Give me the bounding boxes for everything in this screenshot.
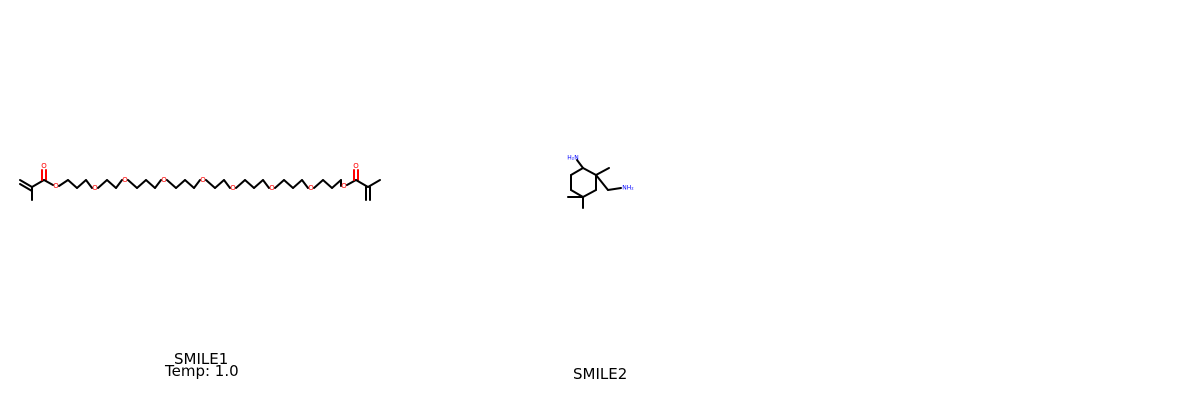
bond (292, 179, 303, 189)
bond (253, 179, 264, 189)
ester-oxygen-left: O (53, 182, 59, 190)
bond (595, 174, 609, 191)
bond (154, 179, 162, 189)
bond (97, 179, 108, 189)
ring-bond (582, 189, 597, 198)
bond (136, 179, 147, 189)
bond (85, 179, 93, 189)
ether-oxygen: O (230, 184, 236, 192)
ring-amine-atom: H₂N (567, 155, 578, 162)
bond (58, 179, 69, 187)
bond (127, 179, 138, 189)
bond (301, 179, 309, 189)
bond (43, 179, 54, 186)
ether-oxygen: O (269, 184, 275, 192)
bond (106, 179, 117, 189)
bond (145, 179, 156, 189)
smile1-temp-label: Temp: 1.0 (165, 362, 239, 380)
ether-oxygen: O (200, 176, 206, 184)
ring-bond (570, 167, 584, 176)
smile2-label: SMILE2 (573, 365, 628, 383)
carbonyl-oxygen-left: O (41, 162, 47, 170)
bond (274, 179, 285, 189)
bond (355, 179, 369, 188)
bond (283, 179, 294, 189)
ring-bond (582, 167, 597, 176)
bond (31, 179, 45, 188)
bond (67, 179, 78, 189)
bond (19, 183, 33, 192)
bond (193, 179, 201, 189)
bond (184, 179, 195, 189)
ester-oxygen-right: O (341, 182, 347, 190)
ether-oxygen: O (161, 176, 167, 184)
bond (576, 159, 584, 169)
ether-oxygen: O (308, 184, 314, 192)
bond (244, 179, 255, 189)
bond (166, 179, 177, 189)
bond (322, 179, 333, 189)
side-amine-atom: NH₂ (622, 185, 634, 192)
bond (205, 179, 216, 189)
molecule-smile1: O O O O O O O O O O O (19, 162, 381, 201)
bond (76, 179, 87, 189)
ether-oxygen: O (92, 184, 98, 192)
bond (115, 179, 123, 189)
bond (175, 179, 186, 189)
bond (595, 167, 610, 176)
bond (262, 179, 270, 189)
bond (235, 179, 246, 189)
carbonyl-oxygen-right: O (353, 162, 359, 170)
bond (223, 179, 231, 189)
smile1-label: SMILE1 (174, 350, 229, 368)
bond (214, 179, 225, 189)
bond (607, 187, 622, 191)
bond (367, 179, 381, 188)
ring-bond (570, 189, 584, 198)
bond (313, 179, 324, 189)
molecule-smile2: H₂N NH₂ (567, 155, 634, 209)
ether-oxygen: O (122, 176, 128, 184)
bond (19, 179, 33, 188)
bond (331, 179, 342, 189)
